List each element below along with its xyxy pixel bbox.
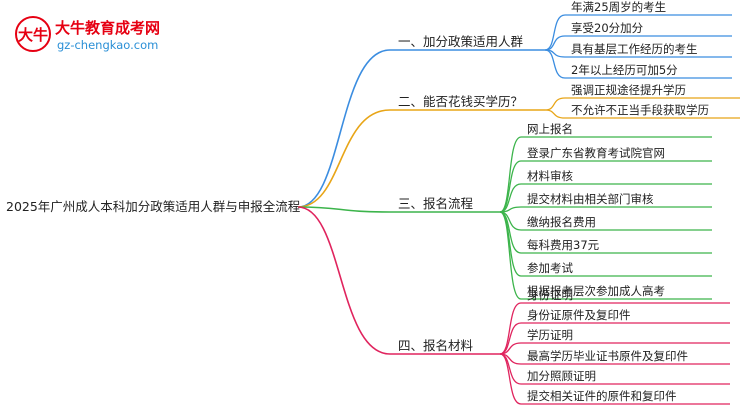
branch-connector-3 — [297, 206, 391, 213]
leaf-label: 根据报考层次参加成人高考 — [527, 284, 665, 298]
branch-links — [297, 14, 740, 405]
leaf-label: 提交材料由相关部门审核 — [527, 192, 654, 206]
leaf-connector — [499, 353, 522, 385]
leaf-label: 缴纳报名费用 — [527, 215, 596, 229]
leaf-label: 每科费用37元 — [527, 238, 600, 252]
leaf-label: 最高学历毕业证书原件及复印件 — [527, 349, 688, 363]
branch-connector-4 — [297, 206, 391, 355]
branch-connector-2 — [297, 109, 391, 208]
leaf-connector — [499, 322, 522, 355]
leaf-label: 强调正规途径提升学历 — [571, 83, 686, 97]
leaf-label: 2年以上经历可加5分 — [571, 63, 678, 77]
leaf-label: 具有基层工作经历的考生 — [571, 42, 698, 56]
leaf-label: 网上报名 — [527, 122, 573, 136]
leaf-connector — [544, 109, 566, 119]
branch-label-4: 四、报名材料 — [398, 338, 474, 353]
branch-label-1: 一、加分政策适用人群 — [398, 34, 524, 49]
branch-label-3: 三、报名流程 — [398, 196, 474, 211]
leaf-label: 年满25周岁的考生 — [571, 0, 666, 14]
leaf-label: 享受20分加分 — [571, 21, 644, 35]
leaf-label: 参加考试 — [527, 261, 573, 275]
leaf-connector — [499, 302, 522, 355]
leaf-connector — [499, 160, 522, 213]
leaf-label: 不允许不正当手段获取学历 — [571, 103, 709, 117]
logo-badge-icon — [15, 16, 51, 52]
leaf-label: 提交相关证件的原件和复印件 — [527, 389, 677, 403]
branch-label-2: 二、能否花钱买学历？ — [398, 94, 523, 109]
leaf-label: 加分照顾证明 — [527, 369, 596, 383]
leaf-label: 身份证明 — [527, 288, 573, 302]
leaf-connector — [499, 183, 522, 213]
leaf-label: 学历证明 — [527, 328, 573, 342]
logo-name: 大牛教育成考网 — [55, 19, 160, 37]
leaf-connector — [499, 136, 522, 213]
logo-badge-glyph: 大牛 — [18, 26, 48, 44]
leaf-label: 身份证原件及复印件 — [527, 308, 631, 322]
leaf-connector — [544, 97, 566, 111]
logo-domain[interactable]: gz-chengkao.com — [57, 38, 158, 52]
leaf-connector — [544, 35, 566, 51]
leaf-connector — [544, 14, 566, 51]
root-topic: 2025年广州成人本科加分政策适用人群与申报全流程 — [6, 199, 301, 214]
leaf-label: 材料审核 — [527, 169, 573, 183]
leaf-connector — [499, 353, 522, 405]
leaf-connector — [544, 49, 566, 79]
leaf-connector — [499, 211, 522, 300]
logo: 大牛 大牛教育成考网 gz-chengkao.com — [15, 16, 160, 52]
branch-connector-1 — [297, 49, 391, 208]
leaf-label: 登录广东省教育考试院官网 — [527, 146, 665, 160]
